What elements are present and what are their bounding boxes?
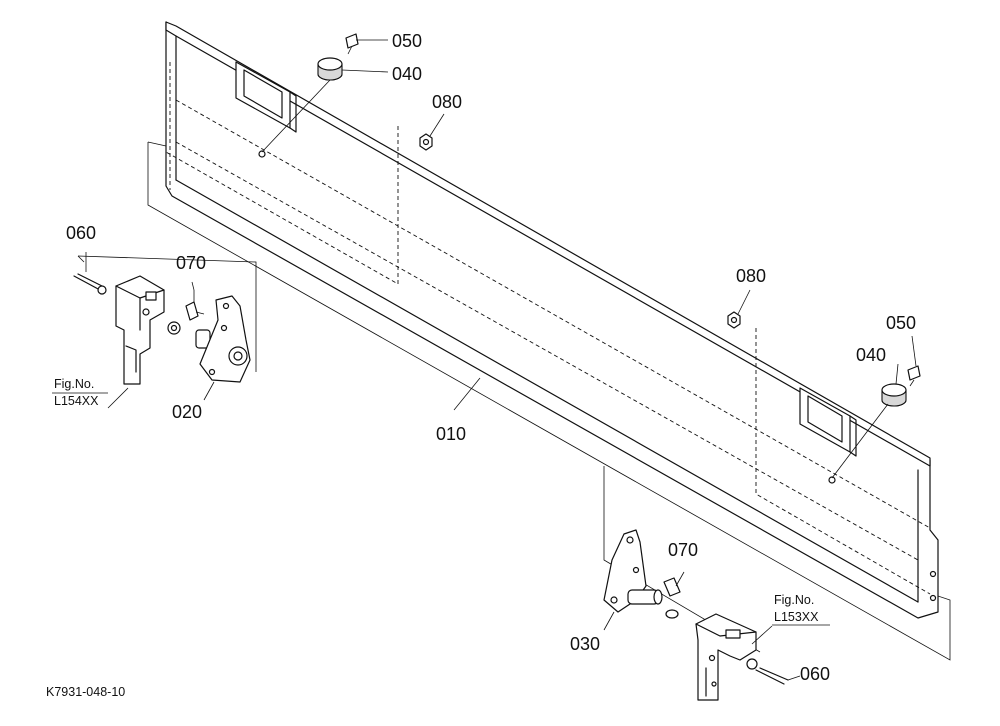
fig-ref-right[interactable]: Fig.No. L153XX	[772, 593, 830, 626]
nut-080-left	[419, 113, 445, 151]
callout-060-right: 060	[800, 664, 830, 684]
fig-ref-left[interactable]: Fig.No. L154XX	[52, 377, 108, 408]
callout-040-upper: 040	[392, 64, 422, 84]
callout-030: 030	[570, 634, 600, 654]
callout-labels: 050 040 080 060 070 020 010 080 050 040 …	[66, 31, 916, 684]
callout-050-lower: 050	[886, 313, 916, 333]
callout-080-upper: 080	[432, 92, 462, 112]
callout-020: 020	[172, 402, 202, 422]
callout-070-left: 070	[176, 253, 206, 273]
nut-080-right	[727, 289, 751, 329]
hinge-assembly-left	[73, 252, 257, 409]
fig-ref-right-title: Fig.No.	[774, 593, 814, 607]
rubber-stop-040-left	[258, 57, 389, 158]
bolt-050-left	[345, 33, 388, 55]
callout-060-left: 060	[66, 223, 96, 243]
rubber-stop-040-right	[828, 363, 907, 484]
leader-lines	[191, 281, 481, 411]
fig-ref-right-code[interactable]: L153XX	[774, 610, 819, 624]
callout-010: 010	[436, 424, 466, 444]
callout-080-lower: 080	[736, 266, 766, 286]
handle-left	[235, 61, 297, 133]
handle-right	[799, 387, 857, 457]
drawing-code: K7931-048-10	[46, 685, 125, 699]
panel-010	[147, 21, 951, 661]
fig-ref-left-title: Fig.No.	[54, 377, 94, 391]
callout-070-right: 070	[668, 540, 698, 560]
callout-040-lower: 040	[856, 345, 886, 365]
hinge-assembly-right	[603, 466, 801, 701]
fig-ref-left-code[interactable]: L154XX	[54, 394, 99, 408]
callout-050-upper: 050	[392, 31, 422, 51]
bolt-050-right	[907, 335, 921, 387]
